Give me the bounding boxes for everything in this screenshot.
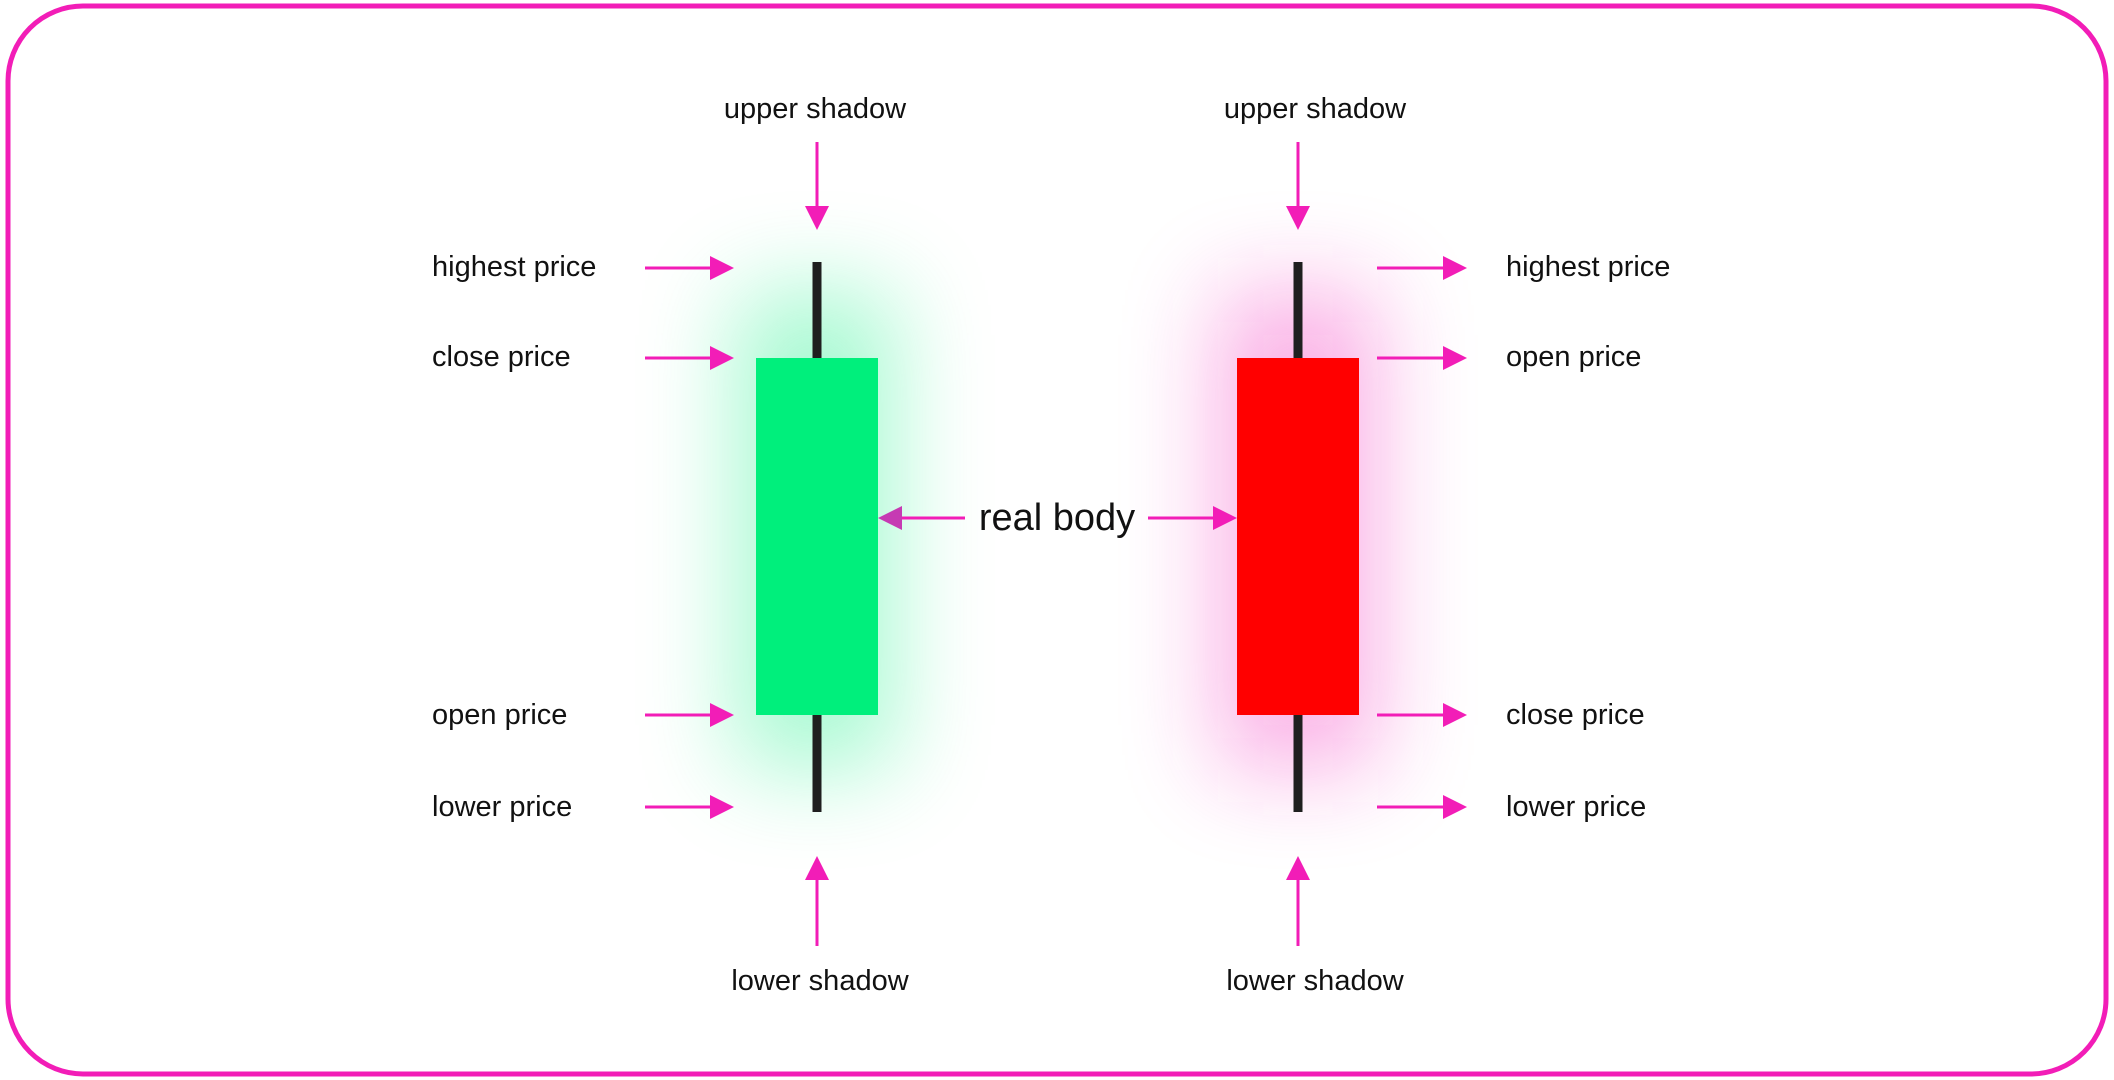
bearish-highest-arrowhead [1443,256,1467,280]
bullish-candle [756,262,878,812]
bearish-lower-price-label: lower price [1506,791,1646,823]
bearish-real-body [1237,358,1359,715]
bearish-open-arrowhead [1443,346,1467,370]
bearish-close-price-label: close price [1506,699,1645,731]
bullish-lower-shadow-label: lower shadow [731,965,909,997]
bullish-upper-shadow-label: upper shadow [724,93,907,125]
bullish-close-arrowhead [710,346,734,370]
bearish-upper-shadow-label: upper shadow [1224,93,1407,125]
bullish-lower-price-label: lower price [432,791,572,823]
bullish-lower-arrowhead [710,795,734,819]
bullish-open-price-label: open price [432,699,567,731]
bearish-open-price-label: open price [1506,341,1641,373]
real-body-label: real body [979,497,1135,539]
bullish-upper-shadow-arrowhead [805,206,829,230]
bearish-lower-arrowhead [1443,795,1467,819]
real-body-left-arrowhead [878,506,902,530]
bearish-lower-shadow-arrowhead [1286,856,1310,880]
bullish-price-arrows [645,256,734,819]
bearish-upper-shadow-arrowhead [1286,206,1310,230]
bearish-lower-shadow-label: lower shadow [1226,965,1404,997]
bullish-highest-price-label: highest price [432,251,596,283]
real-body-right-arrowhead [1213,506,1237,530]
real-body-arrows [878,506,1237,530]
bullish-open-arrowhead [710,703,734,727]
bullish-real-body [756,358,878,715]
bearish-highest-price-label: highest price [1506,251,1670,283]
bullish-close-price-label: close price [432,341,571,373]
bullish-highest-arrowhead [710,256,734,280]
bullish-lower-shadow-arrowhead [805,856,829,880]
bearish-close-arrowhead [1443,703,1467,727]
shadow-arrows [805,142,1310,946]
outer-border [5,3,2109,1077]
bearish-candle [1237,262,1359,812]
bearish-price-arrows [1377,256,1467,819]
